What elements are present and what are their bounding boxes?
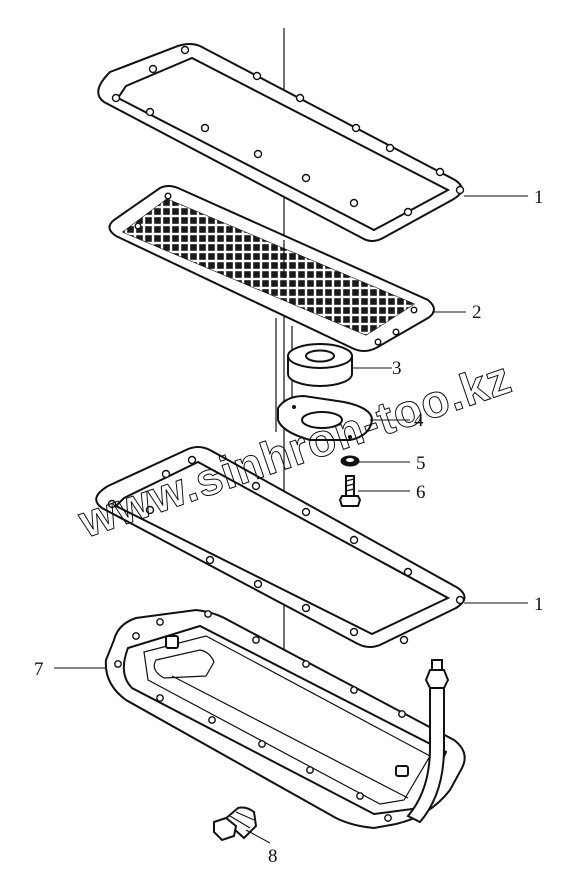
bolt-hole [253, 149, 263, 159]
bolt-hole [252, 636, 260, 644]
callout-7: 7 [34, 659, 44, 680]
seal-ring [287, 343, 353, 387]
bolt-hole [455, 595, 465, 605]
bolt-hole [398, 710, 406, 718]
bolt-hole [351, 123, 361, 133]
oil-dipstick-tube [406, 683, 445, 824]
callout-5: 5 [416, 453, 426, 474]
bolt-hole [200, 123, 210, 133]
bolt-hole [399, 635, 409, 645]
leader-lines [54, 195, 528, 844]
bolt-hole [253, 579, 263, 589]
bolt-hole [455, 185, 465, 195]
spring-washer [340, 455, 360, 467]
bolt-hole [410, 306, 418, 314]
bolt-hole [258, 740, 266, 748]
bolt-hole [356, 792, 364, 800]
callout-6: 6 [416, 482, 426, 503]
bolt-hole [156, 694, 164, 702]
callout-1-top: 1 [534, 187, 544, 208]
bolt-hole [205, 555, 215, 565]
bolt-hole [302, 660, 310, 668]
bolt-hole [145, 107, 155, 117]
callout-2: 2 [472, 302, 482, 323]
callout-4: 4 [414, 410, 424, 431]
bolt-hole [403, 207, 413, 217]
pan-boss [165, 635, 409, 777]
bolt-hole [114, 660, 122, 668]
bolt-hole [164, 192, 172, 200]
callout-1-lower: 1 [534, 594, 544, 615]
bolt-hole [392, 328, 400, 336]
bolt-hole [145, 505, 155, 515]
bolt-hole [161, 469, 171, 479]
bolt-hole [349, 535, 359, 545]
bolt-hole [301, 603, 311, 613]
callout-3: 3 [392, 358, 402, 379]
bolt-hole [349, 198, 359, 208]
bolt-hole [204, 610, 212, 618]
callout-labels: 1 2 3 4 5 6 1 7 8 [34, 187, 544, 867]
bolt-hole [187, 455, 197, 465]
bolt-hole [180, 45, 190, 55]
bolt-hole [385, 143, 395, 153]
bolt-hole [134, 222, 142, 230]
bolt-hole [306, 766, 314, 774]
bolt-hole [111, 93, 121, 103]
bolt-hole [301, 173, 311, 183]
bolt-hole [252, 71, 262, 81]
bolt-hole [107, 499, 117, 509]
callout-8: 8 [268, 846, 278, 867]
bolt-hole [132, 632, 140, 640]
bolt-hole [374, 338, 382, 346]
bolt-hole [156, 618, 164, 626]
bolt-hole [295, 93, 305, 103]
bolt-hole [384, 814, 392, 822]
bolt-hole [148, 64, 158, 74]
bolt-hole [208, 716, 216, 724]
bolt-hole [435, 167, 445, 177]
gasket-top [97, 43, 465, 242]
bolt-hole [403, 567, 413, 577]
bolt-hole [349, 627, 359, 637]
bolt-hole [301, 507, 311, 517]
gasket-bottom [95, 446, 466, 648]
oil-pan [104, 608, 466, 830]
bolt-hole [350, 686, 358, 694]
drain-plug [213, 806, 258, 842]
bolt-hole [251, 481, 261, 491]
bolt [338, 475, 362, 507]
